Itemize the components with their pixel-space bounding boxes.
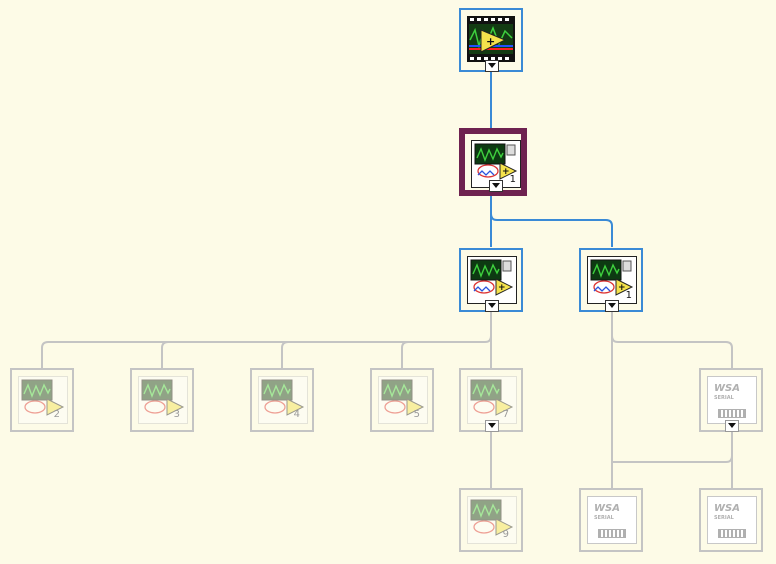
scope-node-7[interactable]: 7 (459, 368, 523, 432)
scope-node-9[interactable]: 9 (459, 488, 523, 552)
scope-module-icon (467, 496, 517, 544)
module-slot-label: 1 (625, 290, 632, 301)
module-slot-label: 9 (502, 529, 509, 540)
wire-bus-right (611, 312, 733, 368)
serial-port-icon (598, 529, 626, 538)
wsa-title: WSA (594, 503, 620, 514)
wsa-title: WSA (714, 503, 740, 514)
chevron-down-icon[interactable] (489, 180, 503, 192)
module-slot-label: 4 (293, 409, 300, 420)
serial-port-icon (718, 409, 746, 418)
wsa-subtitle: SERIAL (714, 395, 734, 401)
scope-node-2[interactable]: 2 (10, 368, 74, 432)
wsa-serial-node-1[interactable]: WSA SERIAL (699, 368, 763, 432)
wire-drop-4 (281, 341, 289, 368)
wsa-subtitle: SERIAL (594, 515, 614, 521)
switch-node-left[interactable]: + (459, 248, 523, 312)
chassis-node[interactable]: + (459, 8, 523, 72)
chassis-icon: + (467, 16, 515, 62)
controller-node[interactable]: + 1 (459, 128, 527, 196)
wire-drop-3 (161, 341, 169, 368)
scope-module-icon (18, 376, 68, 424)
svg-text:+: + (486, 35, 495, 48)
wsa-title: WSA (714, 383, 740, 394)
scope-node-4[interactable]: 4 (250, 368, 314, 432)
serial-port-icon (718, 529, 746, 538)
module-slot-label: 7 (502, 409, 509, 420)
serial-module-icon: WSA SERIAL (707, 496, 757, 544)
chevron-down-icon[interactable] (485, 420, 499, 432)
wire-wsa-loop (612, 432, 733, 463)
wsa-serial-node-2[interactable]: WSA SERIAL (579, 488, 643, 552)
scope-module-icon (258, 376, 308, 424)
scope-module-icon (378, 376, 428, 424)
svg-text:+: + (502, 167, 510, 177)
scope-module-icon: + 1 (587, 256, 637, 304)
chevron-down-icon[interactable] (725, 420, 739, 432)
serial-module-icon: WSA SERIAL (587, 496, 637, 544)
chevron-down-icon[interactable] (605, 300, 619, 312)
wire-bus-left (41, 312, 492, 368)
chevron-down-icon[interactable] (485, 300, 499, 312)
module-slot-label: 2 (53, 409, 60, 420)
module-slot-label: 3 (173, 409, 180, 420)
serial-module-icon: WSA SERIAL (707, 376, 757, 424)
svg-text:+: + (498, 283, 506, 293)
wire-controller-switch-right (490, 196, 613, 247)
module-slot-label: 5 (413, 409, 420, 420)
scope-module-icon (138, 376, 188, 424)
scope-node-5[interactable]: 5 (370, 368, 434, 432)
svg-text:+: + (618, 283, 626, 293)
wsa-subtitle: SERIAL (714, 515, 734, 521)
scope-node-3[interactable]: 3 (130, 368, 194, 432)
scope-module-icon (467, 376, 517, 424)
wsa-serial-node-3[interactable]: WSA SERIAL (699, 488, 763, 552)
switch-node-right[interactable]: + 1 (579, 248, 643, 312)
wire-drop-5 (401, 341, 409, 368)
scope-module-icon: + (467, 256, 517, 304)
module-slot-label: 1 (509, 174, 516, 185)
chevron-down-icon[interactable] (485, 60, 499, 72)
